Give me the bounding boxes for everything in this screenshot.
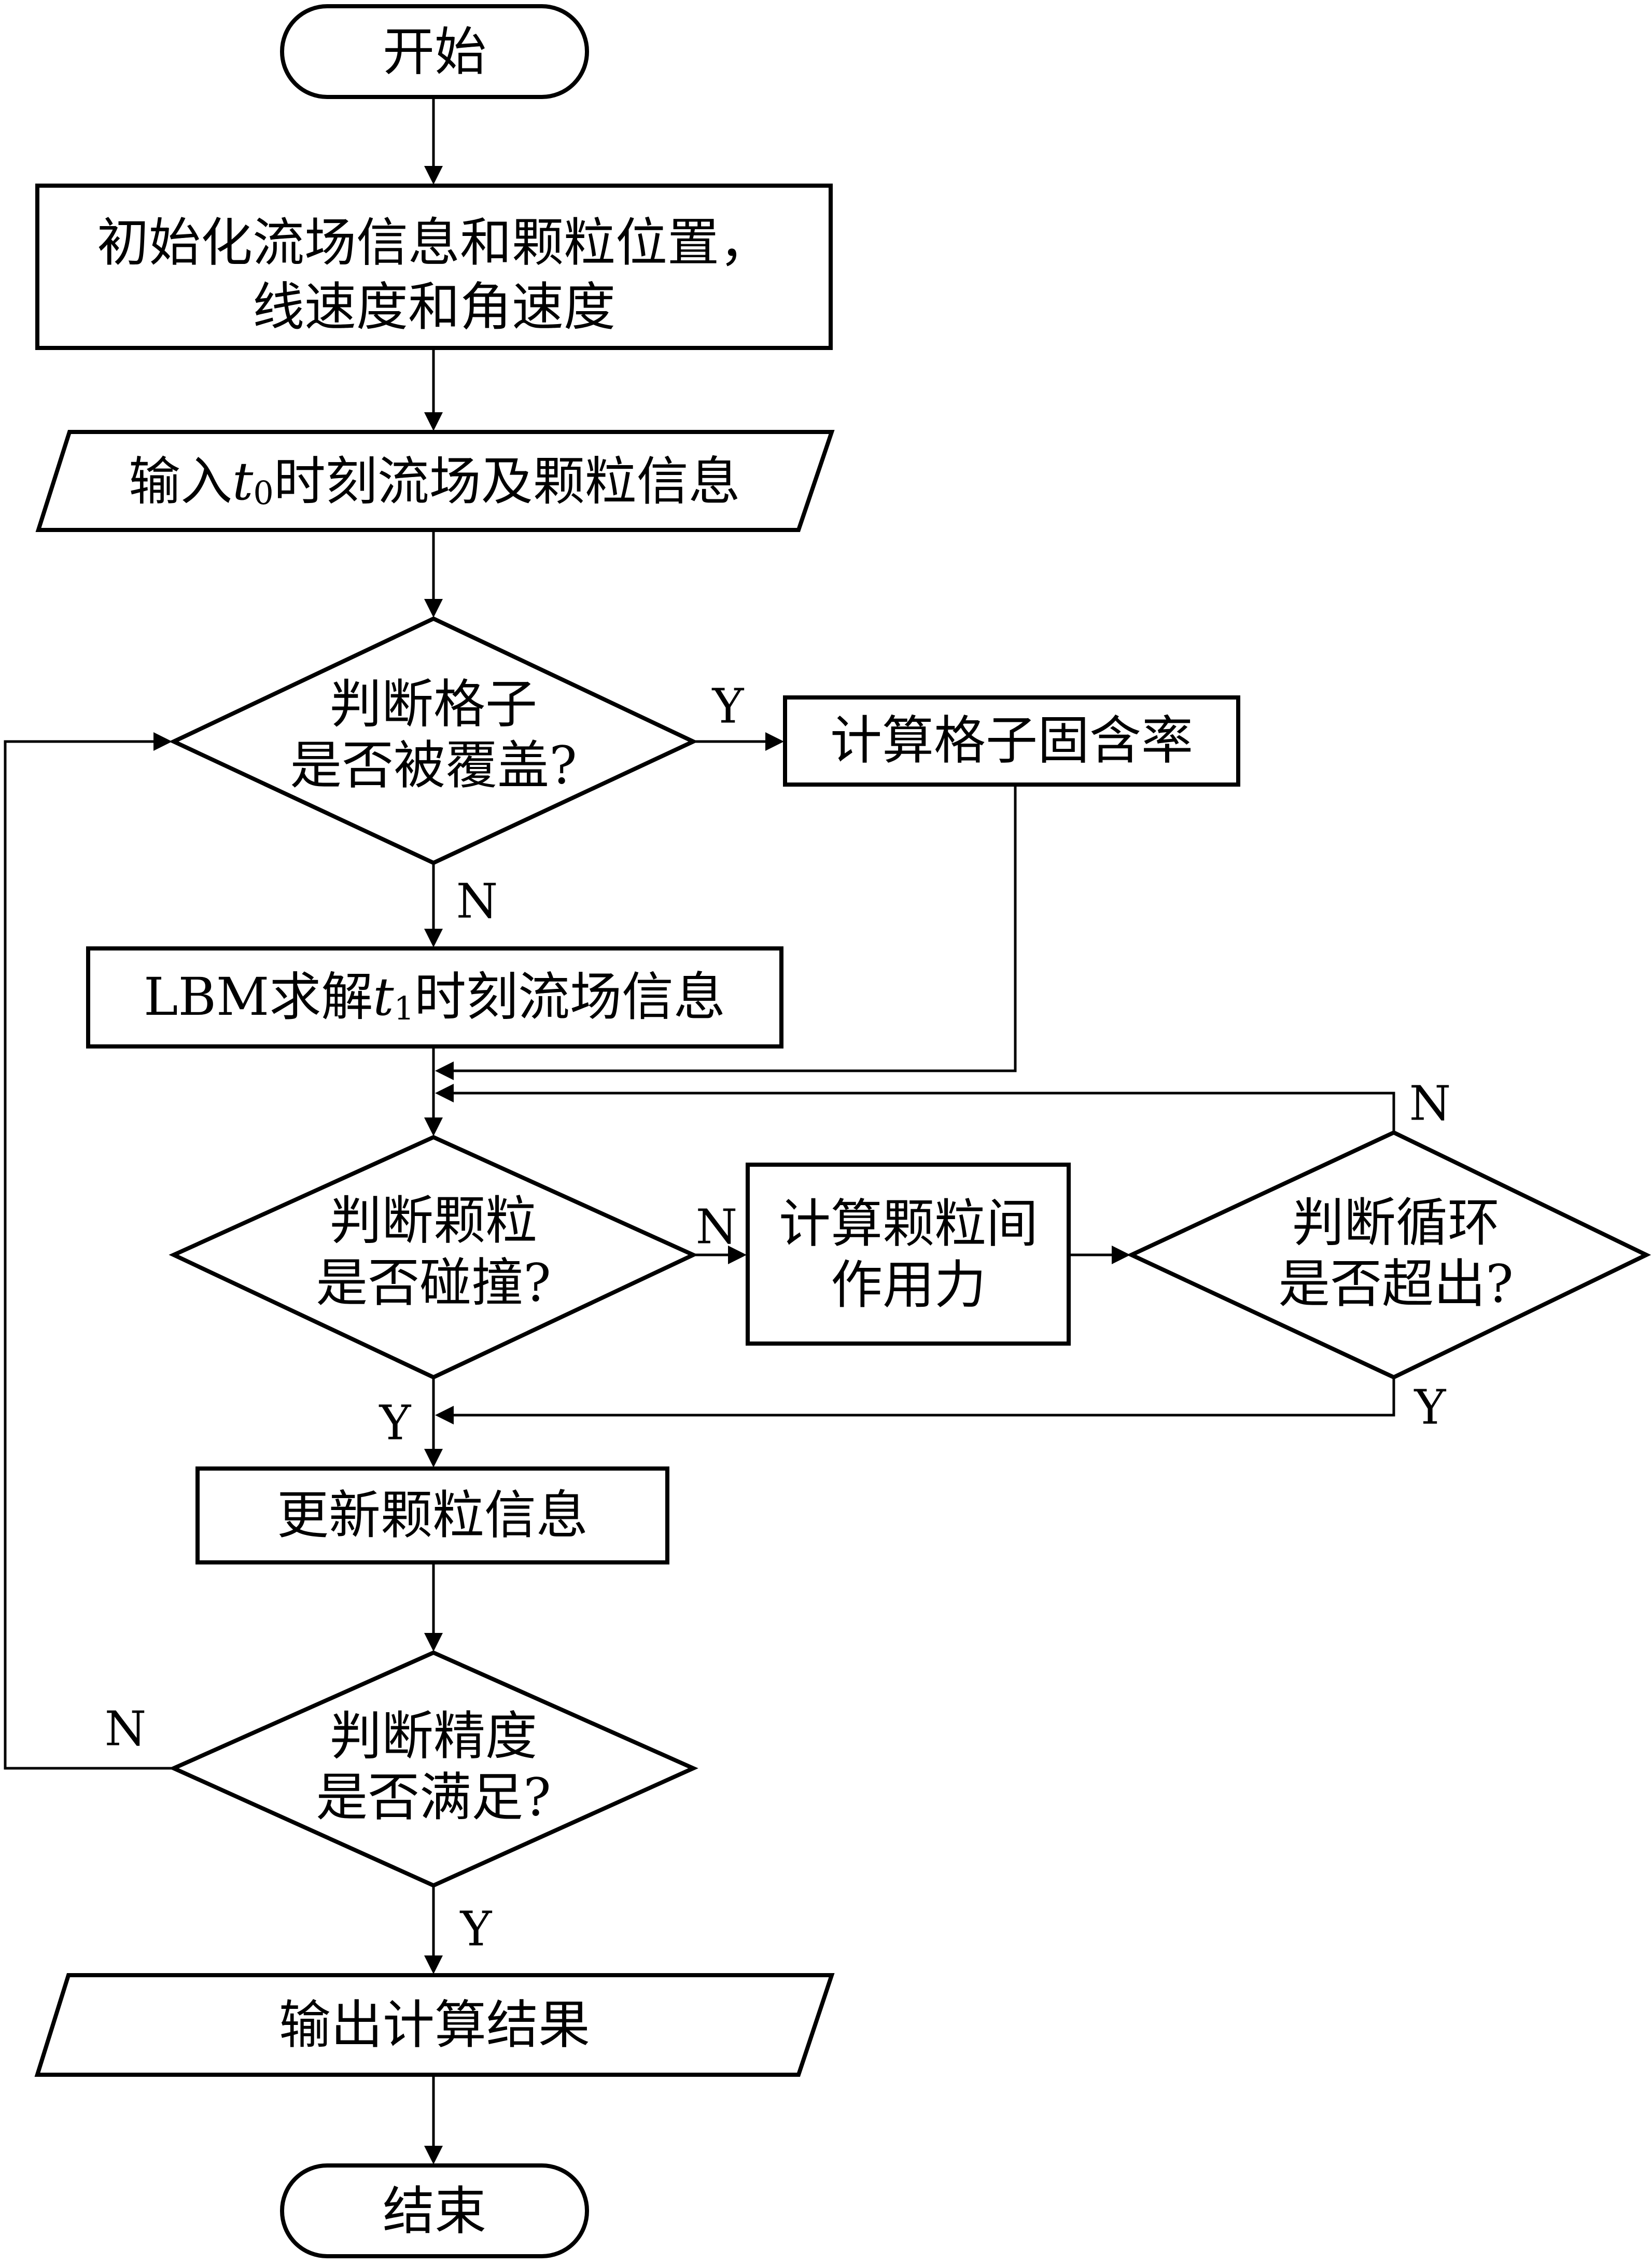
arrowhead: [424, 1633, 443, 1652]
edge-labels: Y N N Y N Y N Y: [105, 679, 1451, 1957]
arrowhead: [435, 1406, 454, 1424]
force-label-line2: 作用力: [831, 1255, 986, 1316]
arrowhead: [424, 929, 443, 947]
edge-solid-merge: [449, 786, 1017, 1072]
cover-check-line2: 是否被覆盖?: [290, 735, 577, 796]
edge-loop-no: [449, 1092, 1395, 1131]
accuracy-check-decision: 判断精度 是否满足?: [169, 1650, 698, 1888]
collision-check-line2: 是否碰撞?: [316, 1253, 551, 1313]
arrowhead: [435, 1084, 454, 1102]
loop-check-line1: 判断循环: [1292, 1193, 1500, 1253]
accuracy-check-line2: 是否满足?: [316, 1767, 551, 1828]
arrowhead: [424, 599, 443, 618]
lbm-label: LBM求解t1时刻流场信息: [144, 967, 725, 1027]
edge-accuracy-no: [4, 740, 174, 1770]
cover-check-line1: 判断格子: [330, 674, 537, 735]
accuracy-yes-label: Y: [459, 1902, 493, 1957]
start-terminal: 开始: [280, 4, 589, 99]
init-process: 初始化流场信息和颗粒位置， 线速度和角速度: [35, 184, 833, 350]
arrowhead: [153, 732, 172, 751]
arrowhead: [424, 166, 443, 185]
collision-check-decision: 判断颗粒 是否碰撞?: [169, 1135, 698, 1380]
edge-loop-yes: [449, 1378, 1395, 1417]
edges: [4, 99, 1395, 2164]
arrowhead: [728, 1246, 747, 1264]
loop-check-decision: 判断循环 是否超出?: [1126, 1130, 1651, 1380]
lbm-process: LBM求解t1时刻流场信息: [86, 946, 783, 1049]
end-label: 结束: [383, 2181, 486, 2242]
arrowhead: [424, 1955, 443, 1974]
accuracy-check-line1: 判断精度: [330, 1706, 537, 1767]
output-data: 输出计算结果: [34, 1973, 835, 2077]
end-terminal: 结束: [280, 2163, 589, 2258]
arrowhead: [424, 2146, 443, 2164]
force-process: 计算颗粒间 作用力: [746, 1163, 1071, 1346]
arrowhead: [424, 412, 443, 431]
collision-no-label: N: [696, 1199, 738, 1255]
solid-ratio-label: 计算格子固含率: [830, 710, 1193, 771]
output-label: 输出计算结果: [279, 1995, 590, 2056]
start-label: 开始: [383, 22, 486, 82]
arrowhead: [435, 1061, 454, 1080]
init-label-line2: 线速度和角速度: [253, 277, 615, 338]
cover-check-decision: 判断格子 是否被覆盖?: [169, 616, 698, 865]
input-data: 输入t0时刻流场及颗粒信息: [35, 430, 835, 532]
update-label: 更新颗粒信息: [277, 1485, 588, 1546]
arrowhead: [424, 1449, 443, 1468]
arrowhead: [424, 1117, 443, 1136]
force-label-line1: 计算颗粒间: [779, 1194, 1038, 1254]
accuracy-no-label: N: [105, 1701, 147, 1757]
cover-no-label: N: [456, 874, 498, 929]
loop-yes-label: Y: [1413, 1380, 1447, 1435]
solid-ratio-process: 计算格子固含率: [783, 695, 1240, 787]
loop-check-line2: 是否超出?: [1278, 1254, 1514, 1315]
input-label: 输入t0时刻流场及颗粒信息: [129, 451, 740, 512]
loop-no-label: N: [1409, 1076, 1451, 1131]
init-label-line1: 初始化流场信息和颗粒位置，: [97, 213, 771, 273]
collision-check-line1: 判断颗粒: [330, 1191, 537, 1251]
arrowhead: [765, 732, 784, 751]
update-process: 更新颗粒信息: [195, 1466, 669, 1564]
arrowhead: [1112, 1246, 1130, 1264]
collision-yes-label: Y: [379, 1395, 412, 1451]
cover-yes-label: Y: [711, 679, 745, 734]
